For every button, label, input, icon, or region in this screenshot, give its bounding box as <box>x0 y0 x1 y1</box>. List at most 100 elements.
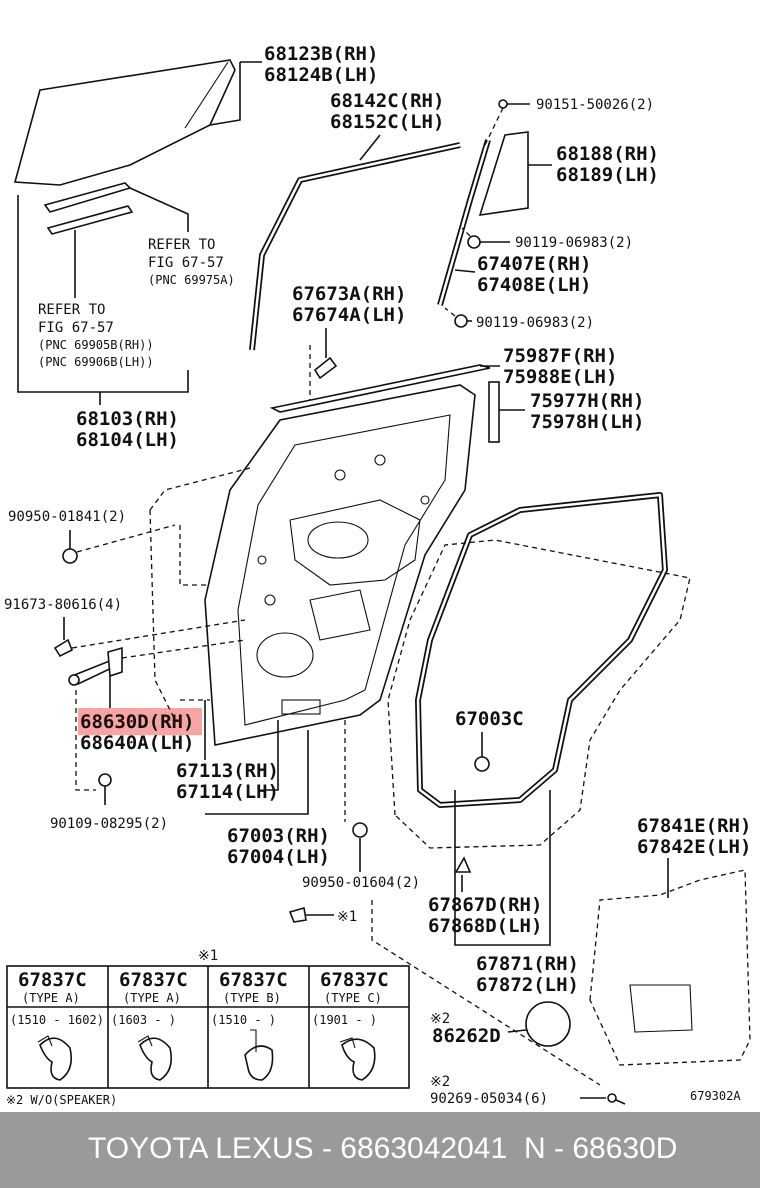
bolt-icon <box>444 307 472 328</box>
clip-type-c-icon <box>339 1037 376 1081</box>
note2-mark-b: ※2 <box>430 1074 450 1090</box>
label-90269-05034[interactable]: 90269-05034(6) <box>430 1091 548 1107</box>
label-67841e[interactable]: 67841E(RH) <box>637 815 751 837</box>
door-weatherstrip-inner <box>416 493 667 807</box>
screw-icon <box>580 1093 626 1105</box>
label-86262d[interactable]: 86262D <box>432 1025 501 1047</box>
bracket-68103 <box>17 195 189 393</box>
leader-67407e <box>454 269 476 273</box>
note1-mark: ※1 <box>337 909 357 925</box>
weatherstrip-outline <box>387 539 691 849</box>
label-90151-50026[interactable]: 90151-50026(2) <box>536 97 654 113</box>
note2-mark-a: ※2 <box>430 1011 450 1027</box>
speaker-dash <box>371 900 601 1086</box>
label-68188[interactable]: 68188(RH) <box>556 143 659 165</box>
footer-pnc-code: N - 68630D <box>524 1132 678 1165</box>
hinge-dash <box>75 690 96 791</box>
clip-type-b-icon <box>244 1029 274 1081</box>
label-67003[interactable]: 67003(RH) <box>227 825 330 847</box>
refer1-line2: FIG 67-57 <box>148 255 224 271</box>
label-75987f[interactable]: 75987F(RH) <box>503 345 617 367</box>
label-67003c[interactable]: 67003C <box>455 708 524 730</box>
label-67674a[interactable]: 67674A(LH) <box>292 304 406 326</box>
frame-moulding-inner <box>250 143 461 351</box>
clip-col-3-type: (TYPE B) <box>223 991 281 1005</box>
clip-type-a-icon <box>37 1035 73 1081</box>
door-outline-edge <box>149 509 176 721</box>
protector-tape <box>488 381 525 443</box>
clip-col-4-type: (TYPE C) <box>324 991 382 1005</box>
grommet-icon <box>344 720 368 872</box>
leader-68142c <box>359 134 381 161</box>
label-67867d[interactable]: 67867D(RH) <box>428 894 542 916</box>
clip-col-4-part: 67837C <box>320 969 389 991</box>
label-68640a[interactable]: 68640A(LH) <box>80 732 194 754</box>
label-68630d[interactable]: 68630D(RH) <box>80 711 194 733</box>
speaker-cover <box>525 1001 571 1047</box>
label-67113[interactable]: 67113(RH) <box>176 760 279 782</box>
service-hole-cover <box>589 869 751 1066</box>
clip-col-1-type: (TYPE A) <box>22 991 80 1005</box>
label-68124b[interactable]: 68124B(LH) <box>264 64 378 86</box>
label-68123b[interactable]: 68123B(RH) <box>264 43 378 65</box>
label-90109-08295[interactable]: 90109-08295(2) <box>50 816 168 832</box>
label-67871[interactable]: 67871(RH) <box>476 953 579 975</box>
label-68152c[interactable]: 68152C(LH) <box>330 111 444 133</box>
nut-icon <box>62 524 176 564</box>
figure-code: 679302A <box>690 1089 741 1103</box>
refer2-line3: (PNC 69905B(RH)) <box>38 338 154 352</box>
footer-part-number: TOYOTA LEXUS - 6863042041 <box>88 1132 508 1165</box>
label-90119-06983-b[interactable]: 90119-06983(2) <box>476 315 594 331</box>
label-68103[interactable]: 68103(RH) <box>76 408 179 430</box>
label-67868d[interactable]: 67868D(LH) <box>428 915 542 937</box>
nut-dash <box>179 525 210 586</box>
label-75988e[interactable]: 75988E(LH) <box>503 366 617 388</box>
label-90950-01841[interactable]: 90950-01841(2) <box>8 509 126 525</box>
door-hinge <box>68 639 246 708</box>
label-67114[interactable]: 67114(LH) <box>176 781 279 803</box>
service-hole-cover-detail <box>629 984 693 1033</box>
leader-refer1 <box>129 187 189 232</box>
clip-variant-table: ※1 67837C (TYPE A) (1510 - 1602) 67837C … <box>6 948 410 1089</box>
label-90119-06983-a[interactable]: 90119-06983(2) <box>515 235 633 251</box>
belt-moulding <box>269 364 491 413</box>
clip-icon <box>309 345 338 400</box>
label-75977h[interactable]: 75977H(RH) <box>530 390 644 412</box>
clip-col-1-part: 67837C <box>18 969 87 991</box>
label-68189[interactable]: 68189(LH) <box>556 164 659 186</box>
label-75978h[interactable]: 75978H(LH) <box>530 411 644 433</box>
clip-type-a-icon <box>137 1035 173 1081</box>
clip-col-1-range: (1510 - 1602) <box>10 1013 104 1027</box>
rear-channel-inner <box>438 139 490 306</box>
bracket-67871 <box>454 790 551 946</box>
label-67004[interactable]: 67004(LH) <box>227 846 330 868</box>
bolt-icon <box>53 617 246 658</box>
label-67842e[interactable]: 67842E(LH) <box>637 836 751 858</box>
label-90950-01604[interactable]: 90950-01604(2) <box>302 875 420 891</box>
refer2-line4: (PNC 69906B(LH)) <box>38 355 154 369</box>
label-68142c[interactable]: 68142C(RH) <box>330 90 444 112</box>
bolt-icon <box>461 227 510 249</box>
label-67872[interactable]: 67872(LH) <box>476 974 579 996</box>
bolt-icon <box>98 773 112 805</box>
quarter-glass <box>478 131 529 216</box>
clip-col-2-range: (1603 - ) <box>111 1013 176 1027</box>
exploded-view-diagram: 68123B(RH) 68124B(LH) 68142C(RH) 68152C(… <box>4 43 751 1107</box>
leader-67113-b <box>265 720 279 791</box>
leader-86262d <box>507 1029 527 1033</box>
label-91673-80616[interactable]: 91673-80616(4) <box>4 597 122 613</box>
clip-col-3-part: 67837C <box>219 969 288 991</box>
glass-run-piece <box>209 62 241 126</box>
label-67407e[interactable]: 67407E(RH) <box>477 253 591 275</box>
refer1-line1: REFER TO <box>148 237 215 253</box>
clip-col-2-part: 67837C <box>119 969 188 991</box>
label-68104[interactable]: 68104(LH) <box>76 429 179 451</box>
refer2-line1: REFER TO <box>38 302 105 318</box>
clip-col-4-range: (1901 - ) <box>312 1013 377 1027</box>
label-67673a[interactable]: 67673A(RH) <box>292 283 406 305</box>
highlighted-part-marker <box>78 708 202 735</box>
label-67408e[interactable]: 67408E(LH) <box>477 274 591 296</box>
clip-col-3-range: (1510 - ) <box>211 1013 276 1027</box>
clip-icon <box>454 856 472 892</box>
